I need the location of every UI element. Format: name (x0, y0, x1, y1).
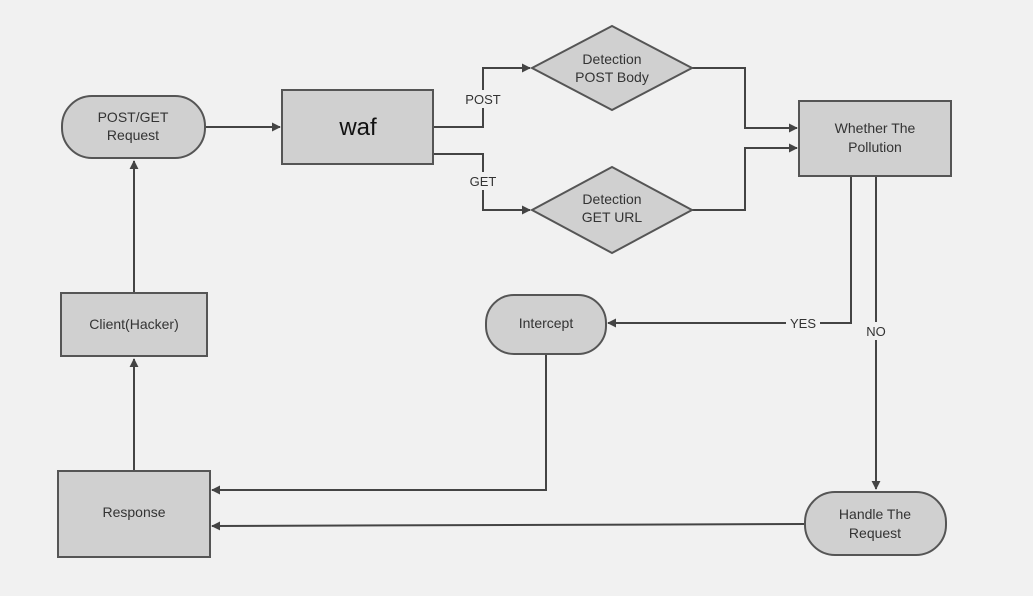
node-detection-post-body-line2: POST Body (575, 69, 649, 85)
node-intercept: Intercept (485, 294, 607, 355)
node-waf: waf (281, 89, 434, 165)
node-whether-the-pollution-line2: Pollution (848, 139, 902, 155)
node-whether-the-pollution-line1: Whether The (835, 120, 916, 136)
edge-handle-to-response (211, 521, 807, 531)
node-post-get-request-line1: POST/GET (98, 109, 169, 125)
node-detection-post-body: Detection POST Body (529, 24, 695, 112)
edge-label-no: NO (866, 324, 886, 339)
edge-detect-post-to-pollution (692, 67, 798, 133)
node-detection-get-url-line2: GET URL (582, 209, 643, 225)
node-detection-post-body-line1: Detection (582, 51, 641, 67)
node-response-label: Response (102, 504, 165, 520)
edge-intercept-to-response (211, 355, 547, 495)
node-post-get-request: POST/GET Request (61, 95, 206, 159)
node-intercept-label: Intercept (519, 315, 574, 331)
node-handle-the-request-line1: Handle The (839, 506, 911, 522)
node-waf-label: waf (338, 114, 377, 141)
node-client-hacker: Client(Hacker) (60, 292, 208, 357)
edge-label-post: POST (465, 92, 500, 107)
edge-labels: POST GET YES NO (457, 90, 892, 340)
node-response: Response (57, 470, 211, 558)
node-post-get-request-line2: Request (107, 127, 159, 143)
node-detection-get-url: Detection GET URL (529, 165, 695, 255)
node-whether-the-pollution: Whether The Pollution (798, 100, 952, 177)
node-client-hacker-label: Client(Hacker) (89, 316, 178, 332)
edge-label-get: GET (470, 174, 497, 189)
edge-pollution-yes-to-intercept (607, 176, 852, 328)
node-detection-get-url-line1: Detection (582, 191, 641, 207)
node-handle-the-request: Handle The Request (804, 491, 947, 556)
edge-detect-get-to-pollution (692, 143, 798, 211)
edge-label-yes: YES (790, 316, 816, 331)
node-handle-the-request-line2: Request (849, 525, 901, 541)
